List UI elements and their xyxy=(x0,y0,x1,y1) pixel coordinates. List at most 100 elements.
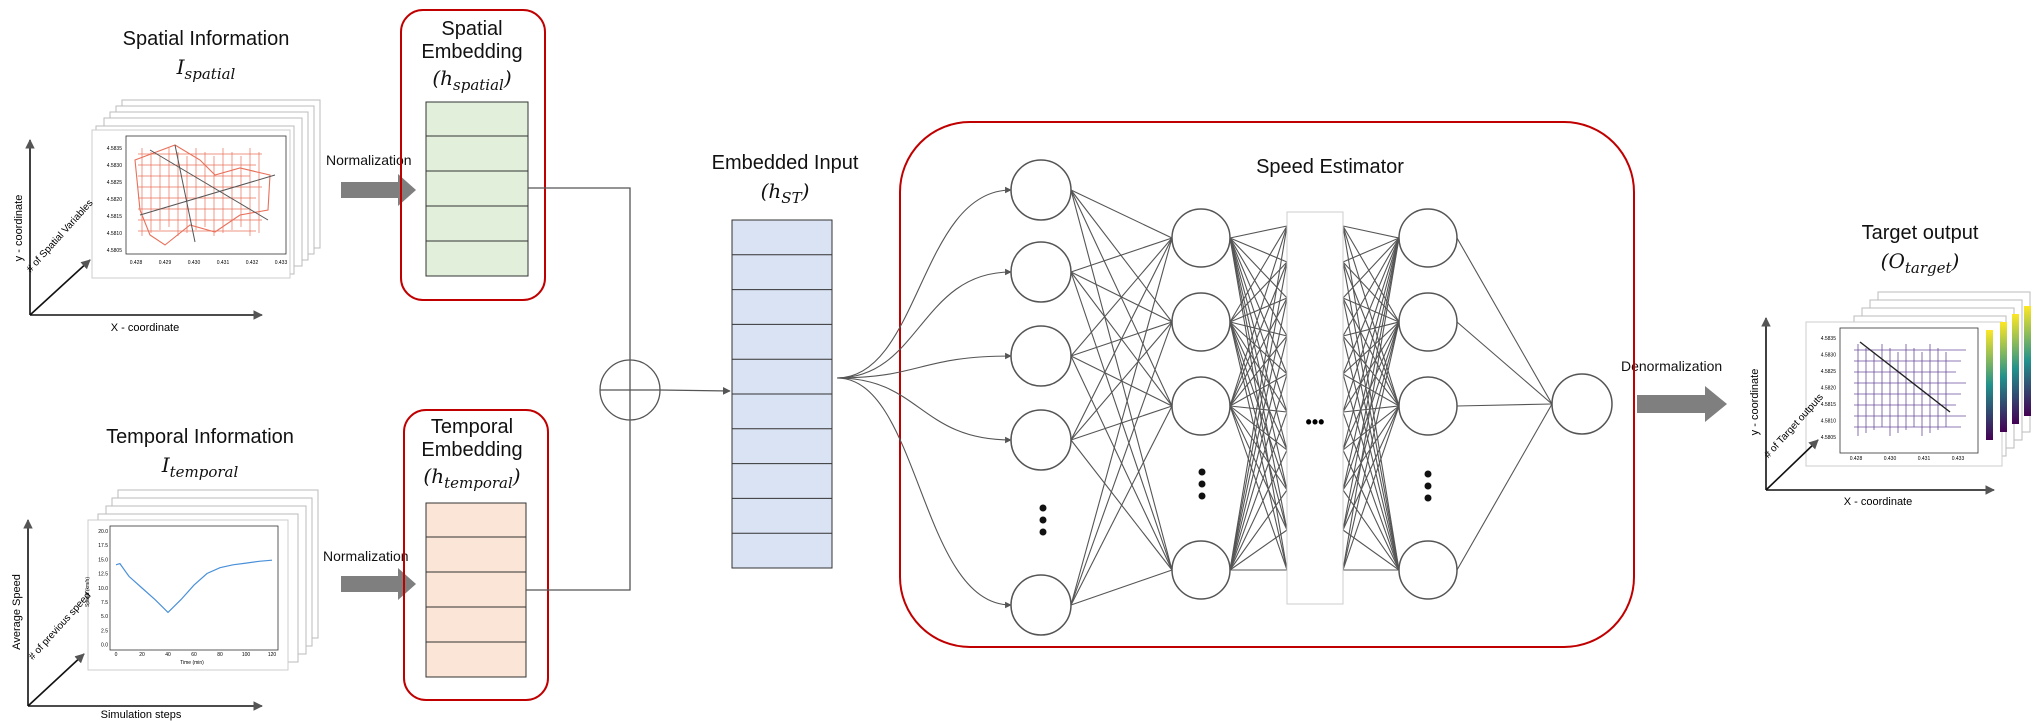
spatial-y-tick: 4.5805 xyxy=(107,248,123,254)
target-x-tick: 0.428 xyxy=(1850,456,1863,462)
spatial-x-axis-label: X - coordinate xyxy=(111,322,179,334)
input-layer-node xyxy=(1010,159,1072,221)
temporal-axes xyxy=(23,519,263,711)
target-y-ticks: 4.58354.58304.58254.58204.58154.58104.58… xyxy=(1821,336,1837,441)
hidden-layer-node xyxy=(1398,540,1458,600)
temporal-embedding-title: Temporal Embedding (htemporal) xyxy=(421,416,523,492)
temporal-x-tick: 40 xyxy=(165,652,171,658)
temporal-y-tick: 12.5 xyxy=(98,572,108,578)
target-y-tick: 4.5830 xyxy=(1821,353,1837,359)
spatial-x-tick: 0.430 xyxy=(188,260,201,266)
embedded-input-title: Embedded Input (hST) xyxy=(711,152,859,207)
vertical-ellipsis-layer4 xyxy=(1424,470,1432,502)
spatial-y-tick: 4.5810 xyxy=(107,231,123,237)
temporal-y-tick: 10.0 xyxy=(98,586,108,592)
spatial-embedding-border xyxy=(400,9,546,301)
normalization-label-top: Normalization xyxy=(326,152,412,168)
spatial-y-axis-label: y - coordinate xyxy=(13,195,25,262)
temporal-plot-xlabel: Time (min) xyxy=(180,660,204,666)
spatial-y-ticks: 4.5835 4.5830 4.5825 4.5820 4.5815 4.5810 4.58… xyxy=(107,146,123,254)
speed-estimator-title: Speed Estimator xyxy=(1256,156,1404,178)
spatial-info-plot: 4.5835 4.5830 4.5825 4.5820 4.5815 4.5810 4.58… xyxy=(25,99,321,320)
input-layer-node xyxy=(1010,325,1072,387)
temporal-z-axis-label: # of previous speed xyxy=(27,590,94,662)
network-connections xyxy=(836,186,1553,609)
hidden-layer-node xyxy=(1171,292,1231,352)
spatial-embedding-vector xyxy=(425,101,529,277)
temporal-x-tick: 60 xyxy=(191,652,197,658)
target-colorbars xyxy=(1986,306,2031,440)
target-output-plot: 4.58354.58304.58254.58204.58154.58104.58… xyxy=(1761,291,2031,495)
spatial-x-tick: 0.429 xyxy=(159,260,172,266)
denormalization-arrow xyxy=(1637,386,1727,422)
normalization-arrow-bottom xyxy=(341,568,416,600)
spatial-x-tick: 0.432 xyxy=(246,260,259,266)
target-y-axis-label: y - coordinate xyxy=(1749,369,1761,436)
temporal-x-tick: 100 xyxy=(242,652,251,658)
input-layer-node xyxy=(1010,574,1072,636)
hidden-layer-node xyxy=(1398,376,1458,436)
temporal-plot-frame xyxy=(109,525,279,651)
temporal-info-title: Temporal Information Itemporal xyxy=(106,426,294,481)
hidden-layer-node xyxy=(1171,376,1231,436)
spatial-x-tick: 0.431 xyxy=(217,260,230,266)
output-node xyxy=(1551,373,1613,435)
spatial-info-title: Spatial Information Ispatial xyxy=(122,28,290,83)
target-y-tick: 4.5810 xyxy=(1821,419,1837,425)
spatial-x-tick: 0.428 xyxy=(130,260,143,266)
target-y-tick: 4.5815 xyxy=(1821,402,1837,408)
target-x-axis-label: X - coordinate xyxy=(1844,496,1912,508)
normalization-label-bottom: Normalization xyxy=(323,548,409,564)
temporal-y-tick: 5.0 xyxy=(101,614,108,620)
temporal-embedding-border xyxy=(403,409,549,701)
temporal-y-axis-label: Average Speed xyxy=(11,574,23,650)
target-x-ticks: 0.428 0.430 0.431 0.433 xyxy=(1850,456,1965,462)
input-layer-node xyxy=(1010,409,1072,471)
spatial-axes xyxy=(25,139,263,320)
temporal-speed-curve xyxy=(115,559,273,614)
spatial-embedding-title: Spatial Embedding (hspatial) xyxy=(421,18,523,94)
hidden-ellipsis: ••• xyxy=(1306,412,1325,432)
temporal-x-tick: 20 xyxy=(139,652,145,658)
concat-connectors xyxy=(526,187,731,591)
target-x-tick: 0.431 xyxy=(1918,456,1931,462)
target-y-tick: 4.5825 xyxy=(1821,369,1837,375)
spatial-y-tick: 4.5830 xyxy=(107,163,123,169)
target-y-tick: 4.5820 xyxy=(1821,386,1837,392)
temporal-x-ticks: 0 20 40 60 80 100 120 xyxy=(115,652,277,658)
temporal-y-tick: 2.5 xyxy=(101,628,108,634)
target-output-title: Target output (Otarget) xyxy=(1861,222,1979,277)
hidden-layer-node xyxy=(1398,208,1458,268)
spatial-y-tick: 4.5825 xyxy=(107,180,123,186)
temporal-x-tick: 120 xyxy=(268,652,277,658)
target-x-tick: 0.430 xyxy=(1884,456,1897,462)
target-x-tick: 0.433 xyxy=(1952,456,1965,462)
vertical-ellipsis-layer1 xyxy=(1039,504,1047,536)
spatial-network xyxy=(134,144,271,246)
hidden-layer-block xyxy=(1286,211,1344,605)
hidden-layer-node xyxy=(1171,540,1231,600)
temporal-embedding-vector xyxy=(425,502,527,678)
spatial-y-tick: 4.5820 xyxy=(107,197,123,203)
target-y-tick: 4.5805 xyxy=(1821,435,1837,441)
temporal-y-tick: 17.5 xyxy=(98,543,108,549)
target-network xyxy=(1854,344,1966,436)
temporal-x-axis-label: Simulation steps xyxy=(101,709,182,721)
input-layer-node xyxy=(1010,241,1072,303)
spatial-y-tick: 4.5815 xyxy=(107,214,123,220)
spatial-diagonal-roads xyxy=(139,144,276,243)
temporal-y-ticks: 20.017.515.012.510.07.55.02.50.0 xyxy=(98,529,108,649)
temporal-x-tick: 80 xyxy=(217,652,223,658)
spatial-x-tick: 0.433 xyxy=(275,260,288,266)
spatial-y-tick: 4.5835 xyxy=(107,146,123,152)
denormalization-label: Denormalization xyxy=(1621,358,1723,374)
spatial-z-axis-label: # of Spatial Variables xyxy=(25,198,96,275)
temporal-plot-ylabel: Speed (km/h) xyxy=(85,577,91,607)
network-nodes xyxy=(1010,159,1613,636)
embedded-input-vector xyxy=(731,219,833,569)
spatial-x-ticks: 0.428 0.429 0.430 0.431 0.432 0.433 xyxy=(130,260,288,266)
temporal-x-tick: 0 xyxy=(115,652,118,658)
temporal-y-tick: 15.0 xyxy=(98,557,108,563)
